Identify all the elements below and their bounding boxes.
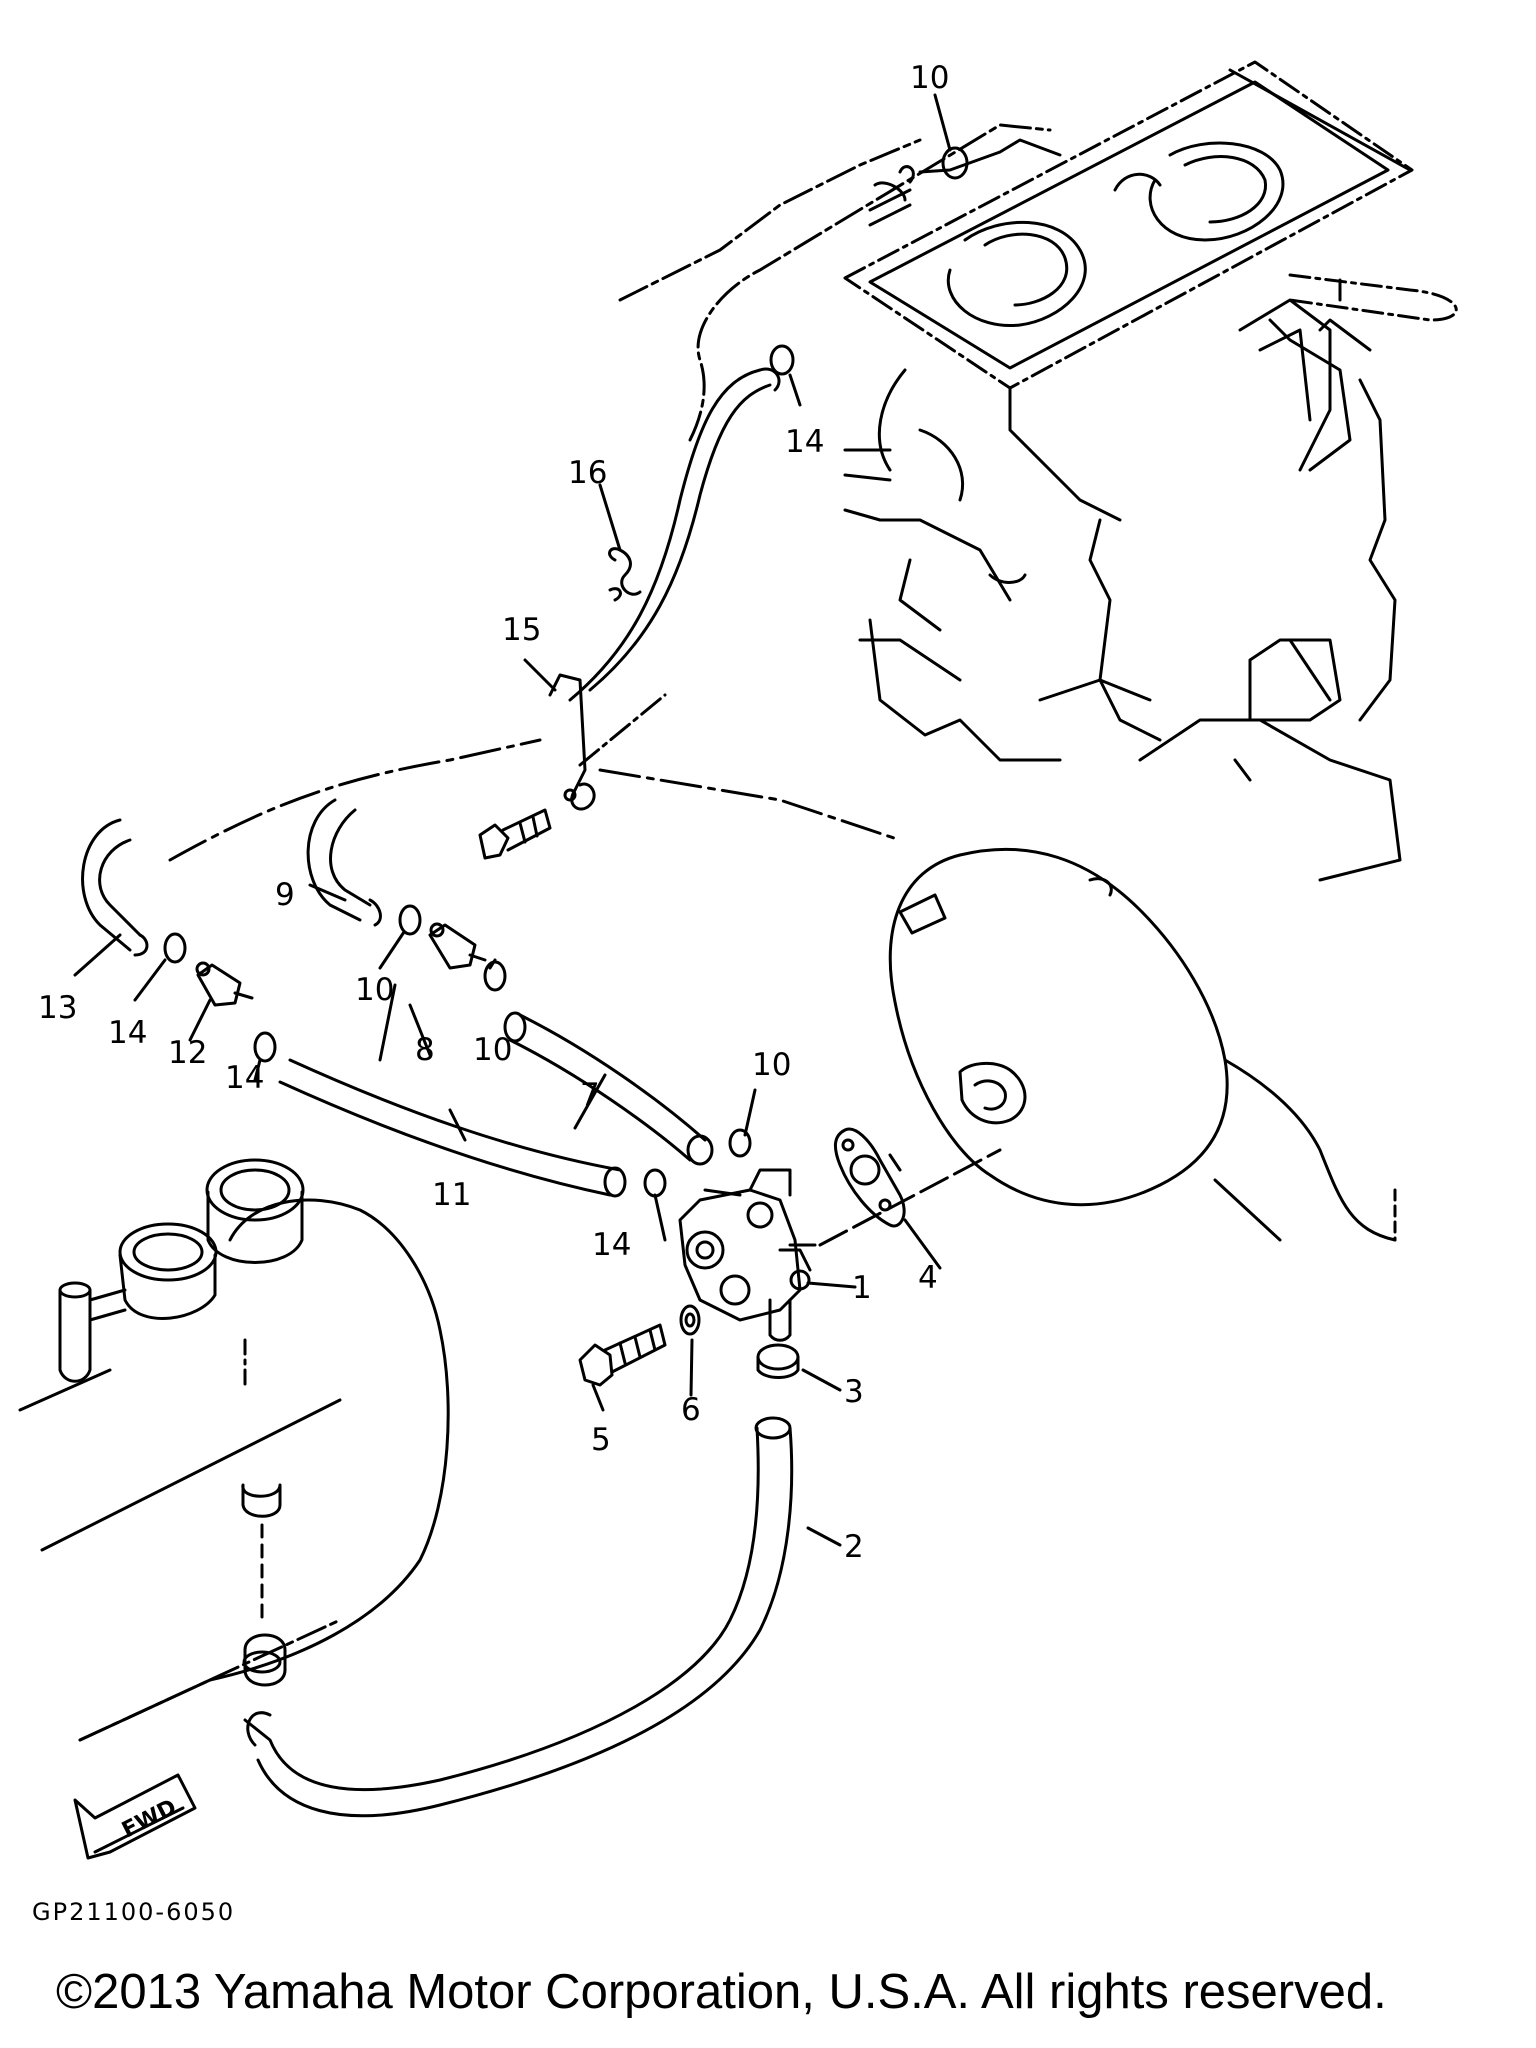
callout-14-top: 14	[785, 424, 824, 460]
leader-lines	[73, 93, 952, 1547]
hose-11	[288, 1058, 622, 1172]
callout-12: 12	[168, 1035, 207, 1071]
hose-7	[518, 1013, 707, 1142]
oil-tank	[18, 1158, 450, 1742]
hose-2-inner	[256, 1426, 794, 1818]
clamp-3	[756, 1343, 800, 1379]
callout-10-mid: 10	[473, 1032, 512, 1068]
bracket-15	[548, 673, 596, 811]
gasket-4	[833, 1127, 906, 1228]
callout-7: 7	[580, 1077, 600, 1113]
callout-10-pump: 10	[752, 1047, 791, 1083]
callout-14-left: 14	[108, 1015, 147, 1051]
callout-11: 11	[432, 1177, 471, 1213]
clip-16	[608, 547, 642, 602]
callout-1: 1	[852, 1270, 872, 1306]
hose-9	[329, 808, 372, 907]
callout-9: 9	[275, 877, 295, 913]
callout-2: 2	[844, 1529, 864, 1565]
check-valve-8	[428, 922, 487, 970]
callout-5: 5	[591, 1422, 611, 1458]
callout-14-pump: 14	[592, 1227, 631, 1263]
callout-14-mid: 14	[225, 1060, 264, 1096]
callouts: 1 2 3 4 5 6 7 8 9 10 10 10 10 11 12 13 1…	[38, 60, 949, 1565]
callout-10-mid-left: 10	[355, 972, 394, 1008]
engine-block	[843, 60, 1458, 1242]
callout-16: 16	[568, 455, 607, 491]
hose-vent-upper	[568, 368, 762, 702]
bolt-5	[578, 1323, 667, 1387]
fwd-arrow	[73, 1773, 197, 1860]
diagram-code: GP21100-6050	[32, 1898, 236, 1926]
copyright-notice: ©2013 Yamaha Motor Corporation, U.S.A. A…	[56, 1965, 1387, 2019]
callout-4: 4	[918, 1260, 938, 1296]
callout-6: 6	[681, 1392, 701, 1428]
callout-3: 3	[844, 1374, 864, 1410]
callout-13: 13	[38, 990, 77, 1026]
hose-13	[98, 838, 142, 937]
callout-15: 15	[502, 612, 541, 648]
callout-8: 8	[415, 1032, 435, 1068]
check-valve-12	[195, 961, 254, 1007]
bolt-bracket	[478, 808, 552, 860]
callout-10-top: 10	[910, 60, 949, 96]
hose-2	[243, 1426, 760, 1792]
washer-6	[679, 1304, 701, 1336]
oil-pump	[678, 1168, 817, 1342]
